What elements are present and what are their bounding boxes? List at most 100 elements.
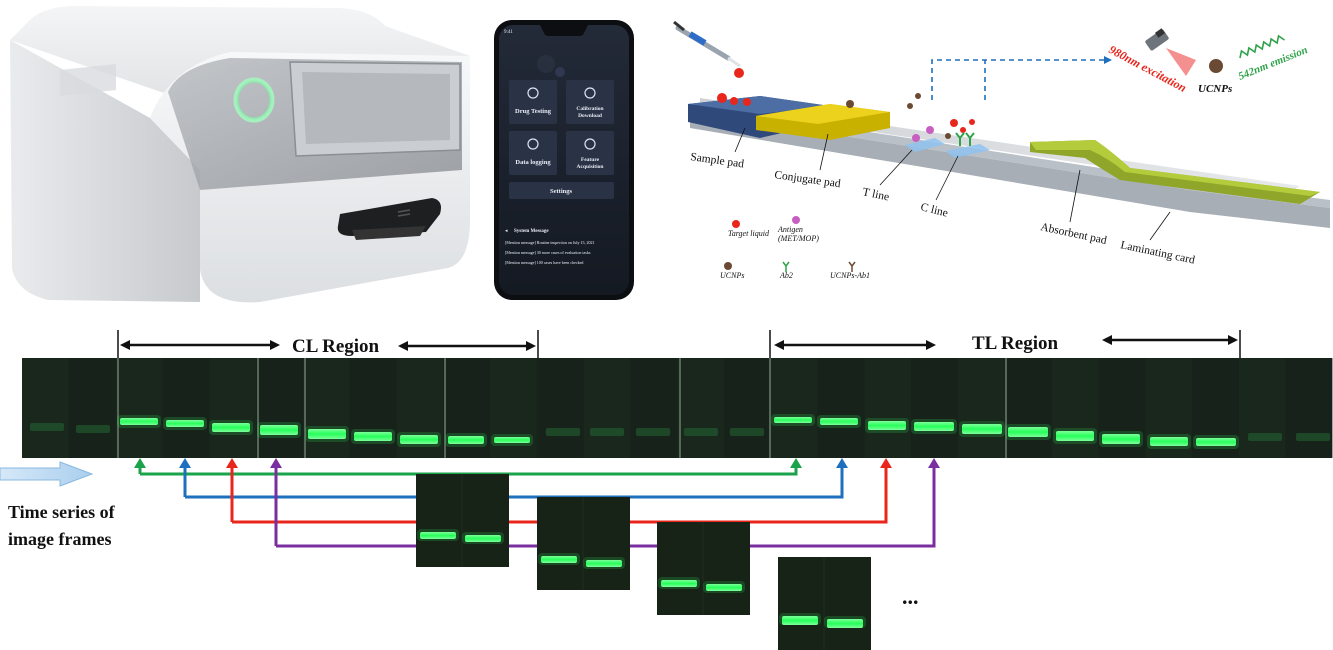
faint-band: [730, 428, 764, 436]
tile-label-line2: Acquisition: [577, 164, 604, 170]
reader-device: [10, 6, 470, 303]
region-headers: [117, 330, 1241, 362]
faint-band: [590, 428, 624, 436]
fluorescent-band: [354, 432, 392, 441]
fluorescent-band: [774, 417, 812, 423]
ellipsis: ...: [902, 584, 919, 609]
legend-label-sub: (MET/MOP): [778, 234, 819, 243]
faint-band: [546, 428, 580, 436]
fluorescent-band: [782, 616, 818, 625]
particles: [717, 68, 975, 142]
fluorescent-band: [1008, 427, 1048, 437]
fluorescent-band: [586, 560, 622, 567]
strip-part-label: Absorbent pad: [1039, 221, 1108, 247]
tile-label-line1: Calibration: [576, 106, 603, 112]
ucnp-particle-icon: [1209, 59, 1223, 73]
fluorescent-band: [308, 429, 346, 439]
fluorescent-band: [166, 420, 204, 427]
cl-arrows: [120, 340, 536, 351]
system-message-title: System Message: [514, 229, 549, 234]
fluorescent-band: [914, 422, 954, 431]
fluorescent-band: [212, 423, 250, 432]
red-ball-icon: [732, 220, 740, 228]
flask-icon: [527, 87, 539, 99]
green-antibody-icon: [782, 261, 790, 272]
fluorescent-band: [420, 532, 456, 539]
smartphone: 9:41 Drug Testing CalibrationDownloadData…: [494, 20, 634, 300]
settings-button[interactable]: [509, 182, 614, 199]
eye-icon: [584, 138, 596, 150]
fluorescent-band: [448, 436, 484, 444]
c-line: [945, 144, 990, 158]
tile-label-line1: Feature: [581, 157, 600, 163]
cartridge-slot: [337, 198, 441, 236]
fluorescent-band: [1102, 434, 1140, 444]
fluorescent-band: [1196, 438, 1236, 446]
system-message-item: [Mention message] 100 cases have been ch…: [505, 260, 583, 265]
pie-chart-icon: [527, 138, 539, 150]
tile-data-logging[interactable]: Data logging: [509, 131, 557, 175]
legend-label: Ab2: [779, 271, 793, 280]
cropped-frame: [416, 474, 509, 567]
fluorescent-band: [962, 424, 1002, 434]
fluorescent-band: [661, 580, 697, 587]
power-ring-icon: [233, 77, 275, 123]
legend-label: UCNPs-Ab1: [830, 271, 870, 280]
fluorescent-band: [868, 421, 906, 430]
fluorescent-band: [260, 425, 298, 435]
legend-item: UCNPs-Ab1: [830, 261, 870, 280]
pipette-icon: [673, 20, 741, 68]
fluorescent-band: [827, 619, 863, 628]
excitation-label: 980nm excitation: [1107, 42, 1190, 95]
legend-item: Ab2: [779, 261, 793, 280]
connector-arrow: [134, 458, 802, 476]
cropped-frame: [657, 522, 750, 615]
tile-label-line2: Download: [578, 113, 602, 119]
fluorescent-band: [494, 437, 530, 443]
lateral-flow-strip: 980nm excitation UCNPs 542nm emission Sa…: [673, 20, 1330, 280]
tile-label: Drug Testing: [515, 108, 552, 115]
legend-item: Antigen(MET/MOP): [777, 216, 819, 243]
legend-label: Target liquid: [728, 229, 770, 238]
strip-part-label: Laminating card: [1119, 239, 1196, 267]
faint-band: [684, 428, 718, 436]
legend-label: UCNPs: [720, 271, 744, 280]
faint-band: [1296, 433, 1330, 441]
system-message-item: [Mention message] Routine inspection on …: [505, 240, 595, 246]
fluorescent-band: [706, 584, 742, 591]
faint-band: [76, 425, 110, 433]
tile-label: Data logging: [515, 159, 551, 166]
time-series-label-line1: Time series of: [8, 502, 116, 522]
emission-wave-icon: [1239, 34, 1285, 59]
status-time: 9:41: [504, 30, 513, 35]
strip-part-label: T line: [861, 186, 890, 203]
fluorescent-band: [400, 435, 438, 444]
legend-label: Antigen: [777, 225, 803, 234]
tile-drug-testing[interactable]: Drug Testing: [509, 80, 557, 124]
strip-part-label: Conjugate pad: [774, 169, 842, 190]
back-arrow-icon[interactable]: ◂: [505, 229, 508, 234]
tl-region-label: TL Region: [972, 333, 1058, 354]
strip-part-label: C line: [919, 201, 949, 219]
cl-region-label: CL Region: [292, 336, 380, 357]
legend-item: Target liquid: [728, 220, 770, 238]
system-message-item: [Mention message] 30 more cases of evalu…: [505, 250, 591, 255]
tl-arrows: [774, 335, 1238, 350]
cloud-download-icon: [584, 87, 596, 99]
faint-band: [1248, 433, 1282, 441]
brown-ball-icon: [724, 262, 732, 270]
cropped-frame: [778, 557, 871, 650]
fluorescent-band: [541, 556, 577, 563]
legend-item: UCNPs: [720, 262, 744, 280]
ucnps-label: UCNPs: [1198, 83, 1232, 95]
faint-band: [30, 423, 64, 431]
brown-antibody-icon: [848, 261, 856, 272]
fluorescent-band: [1150, 437, 1188, 446]
settings-label: Settings: [550, 188, 573, 195]
laser-icon: [1145, 28, 1196, 76]
fluorescent-band: [1056, 431, 1094, 441]
